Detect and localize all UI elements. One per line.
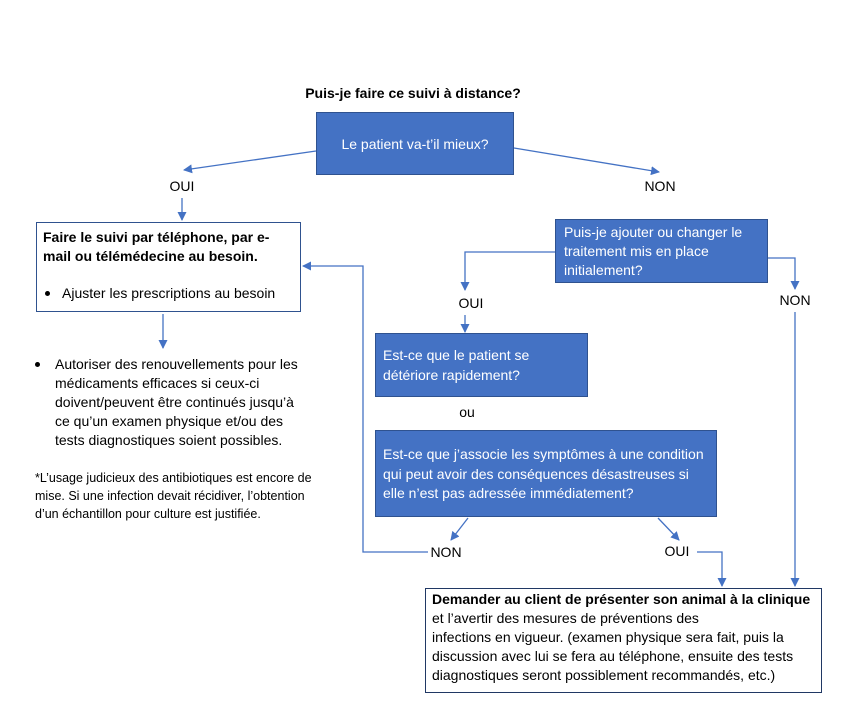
clinic-visit-line: discussion avec lui se fera au téléphone… bbox=[432, 648, 794, 664]
question-serious-condition-line: qui peut avoir des conséquences désastre… bbox=[383, 465, 689, 482]
clinic-visit-line: diagnostiques seront possiblement recomm… bbox=[432, 667, 776, 683]
renewal-note-line: Autoriser des renouvellements pour les bbox=[55, 356, 298, 372]
remote-followup-heading-line: mail ou télémédecine au besoin. bbox=[43, 248, 258, 264]
connector-q2-to-non bbox=[768, 257, 800, 290]
label-non-bottom: NON bbox=[430, 544, 462, 560]
connector-q1-to-oui bbox=[183, 150, 317, 174]
remote-followup-heading-line: Faire le suivi par téléphone, par e- bbox=[43, 229, 270, 245]
question-serious-condition-line: Est-ce que j’associe les symptômes à une… bbox=[383, 446, 704, 462]
label-non-right: NON bbox=[644, 178, 676, 194]
connector-oui-to-clinic bbox=[697, 551, 727, 587]
antibiotic-footnote-line: mise. Si une infection devait récidiver,… bbox=[35, 489, 305, 503]
connector-q2-to-oui bbox=[460, 251, 555, 291]
label-non-far: NON bbox=[779, 292, 811, 308]
renewal-note-line: doivent/peuvent être continués jusqu’à bbox=[55, 394, 294, 410]
question-serious-condition-line: elle n’est pas adressée immédiatement? bbox=[383, 485, 634, 501]
label-ou: ou bbox=[459, 404, 475, 420]
bullet-icon bbox=[45, 291, 50, 296]
connector-q4-to-non bbox=[450, 517, 469, 541]
remote-followup-box bbox=[36, 222, 301, 312]
clinic-visit-box: Demander au client de présenter son anim… bbox=[425, 588, 822, 693]
question-rapid-deterioration: Est-ce que le patient se détériore rapid… bbox=[375, 333, 588, 397]
bullet-icon bbox=[35, 362, 40, 367]
renewal-note-line: ce qu’un examen physique et/ou des bbox=[55, 413, 284, 429]
question-serious-condition: Est-ce que j’associe les symptômes à une… bbox=[375, 430, 717, 517]
antibiotic-footnote-line: d’un échantillon pour culture est justif… bbox=[35, 507, 261, 521]
remote-followup-bullet: Ajuster les prescriptions au besoin bbox=[62, 285, 276, 301]
connector-q4-to-oui bbox=[657, 517, 680, 541]
diagram-title: Puis-je faire ce suivi à distance? bbox=[305, 85, 521, 101]
question-change-treatment: Puis-je ajouter ou changer le traitement… bbox=[555, 219, 768, 283]
label-oui-left: OUI bbox=[169, 178, 195, 194]
question-patient-better: Le patient va-t’il mieux? bbox=[316, 112, 514, 175]
renewal-note-line: médicaments efficaces si ceux-ci bbox=[55, 375, 260, 391]
question-rapid-deterioration-line: détériore rapidement? bbox=[383, 367, 520, 383]
antibiotic-footnote-line: *L’usage judicieux des antibiotiques est… bbox=[35, 471, 312, 485]
clinic-visit-heading: Demander au client de présenter son anim… bbox=[432, 591, 811, 607]
question-change-treatment-line: traitement mis en place bbox=[564, 243, 709, 259]
renewal-note-line: tests diagnostiques soient possibles. bbox=[55, 432, 283, 448]
question-change-treatment-line: initialement? bbox=[564, 262, 643, 278]
question-change-treatment-line: Puis-je ajouter ou changer le bbox=[564, 224, 743, 240]
question-patient-better-text: Le patient va-t’il mieux? bbox=[341, 135, 489, 152]
question-rapid-deterioration-line: Est-ce que le patient se bbox=[383, 347, 530, 363]
connector-q1-to-non bbox=[513, 147, 660, 176]
clinic-visit-line: et l’avertir des mesures de préventions … bbox=[432, 610, 699, 626]
clinic-visit-line: infections en vigueur. (examen physique … bbox=[432, 629, 784, 645]
label-oui-mid: OUI bbox=[458, 295, 484, 311]
label-oui-bottom: OUI bbox=[664, 543, 690, 559]
